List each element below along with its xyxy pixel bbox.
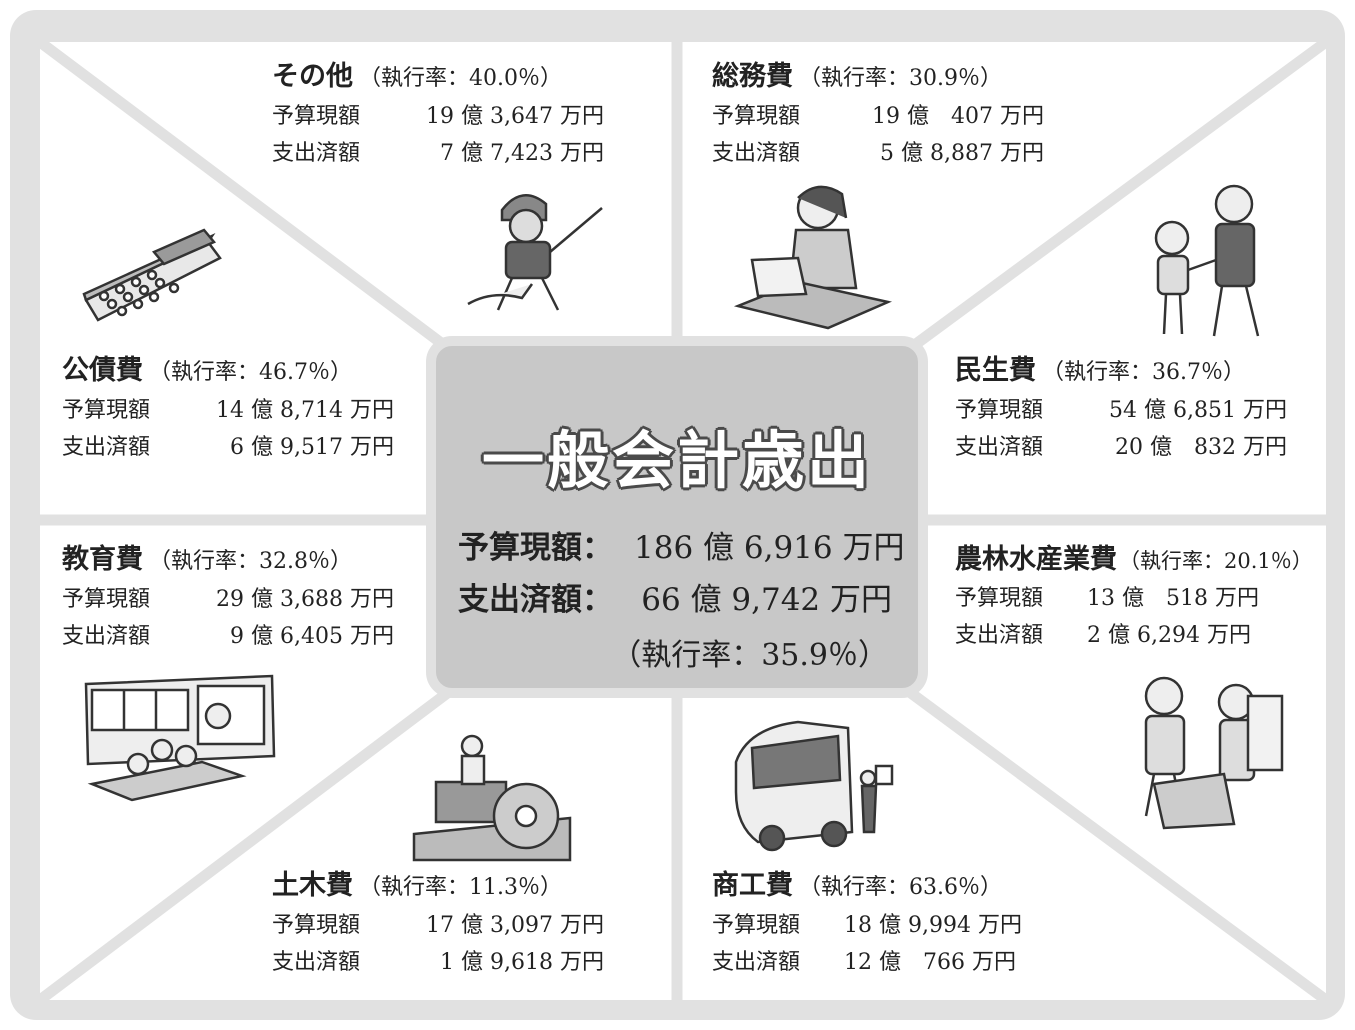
spent-value: 1 億 9,618 万円 xyxy=(440,950,604,975)
budget-label: 予算現額 xyxy=(272,104,361,129)
budget-label: 予算現額 xyxy=(955,586,1044,611)
firefighter-icon xyxy=(467,194,603,311)
spent-value: 5 億 8,887 万円 xyxy=(880,141,1044,166)
section-name: 民生費 xyxy=(955,355,1036,386)
budget-label: 予算現額 xyxy=(62,587,151,612)
section-education: 教育費（執行率：32.8％） 予算現額 29 億 3,688 万円 支出済額 9 億… xyxy=(62,541,394,655)
spent-label: 支出済額 xyxy=(272,141,361,166)
execution-rate: （執行率：32.8％） xyxy=(149,549,352,574)
summary-budget-label: 予算現額： xyxy=(458,530,613,566)
budget-label: 予算現額 xyxy=(272,913,361,938)
section-civil-engineering: 土木費（執行率：11.3％） 予算現額 17 億 3,097 万円 支出済額 1 億… xyxy=(272,867,604,981)
office-worker-icon xyxy=(733,185,893,330)
section-name: その他 xyxy=(272,61,353,92)
section-name: 公債費 xyxy=(62,355,143,386)
section-name: 土木費 xyxy=(272,870,353,901)
road-roller-icon xyxy=(412,734,572,862)
spent-value: 7 億 7,423 万円 xyxy=(440,141,604,166)
spent-value: 20 億 832 万円 xyxy=(1115,435,1287,460)
spent-value: 2 億 6,294 万円 xyxy=(1087,623,1251,648)
farmers-market-icon xyxy=(1144,676,1284,830)
section-name: 農林水産業費 xyxy=(955,544,1117,575)
budget-value: 17 億 3,097 万円 xyxy=(426,913,604,938)
budget-value: 13 億 518 万円 xyxy=(1087,586,1259,611)
budget-value: 29 億 3,688 万円 xyxy=(216,587,394,612)
section-name: 商工費 xyxy=(712,870,793,901)
execution-rate: （執行率：11.3％） xyxy=(359,875,562,900)
budget-value: 19 億 407 万円 xyxy=(872,104,1044,129)
spent-value: 9 億 6,405 万円 xyxy=(230,624,394,649)
execution-rate: （執行率：36.7％） xyxy=(1042,360,1245,385)
spent-label: 支出済額 xyxy=(62,435,151,460)
execution-rate: （執行率：40.0％） xyxy=(359,66,562,91)
budget-value: 14 億 8,714 万円 xyxy=(216,398,394,423)
calculator-icon xyxy=(82,228,222,322)
section-name: 総務費 xyxy=(712,61,793,92)
section-other: その他（執行率：40.0％） 予算現額 19 億 3,647 万円 支出済額 7 億… xyxy=(272,58,604,172)
execution-rate: （執行率：20.1％） xyxy=(1119,549,1313,573)
budget-label: 予算現額 xyxy=(712,104,801,129)
classroom-icon xyxy=(84,674,276,802)
spent-label: 支出済額 xyxy=(955,623,1044,648)
budget-value: 18 億 9,994 万円 xyxy=(844,913,1022,938)
budget-value: 19 億 3,647 万円 xyxy=(426,104,604,129)
spent-label: 支出済額 xyxy=(712,950,801,975)
execution-rate: （執行率：63.6％） xyxy=(799,875,1002,900)
budget-label: 予算現額 xyxy=(62,398,151,423)
section-welfare: 民生費（執行率：36.7％） 予算現額 54 億 6,851 万円 支出済額 20 … xyxy=(955,352,1287,466)
summary-spent-row: 支出済額： 66 億 9,742 万円 xyxy=(458,574,892,619)
section-general-affairs: 総務費（執行率：30.9％） 予算現額 19 億 407 万円 支出済額 5 億 8… xyxy=(712,58,1044,172)
spent-label: 支出済額 xyxy=(62,624,151,649)
section-agriculture: 農林水産業費（執行率：20.1％） 予算現額 13 億 518 万円 支出済額 2 … xyxy=(955,541,1313,654)
execution-rate: （執行率：30.9％） xyxy=(799,66,1002,91)
summary-spent-value: 66 億 9,742 万円 xyxy=(641,582,892,618)
budget-label: 予算現額 xyxy=(712,913,801,938)
execution-rate: （執行率：46.7％） xyxy=(149,360,352,385)
section-name: 教育費 xyxy=(62,544,143,575)
elderly-and-child-icon xyxy=(1154,184,1260,337)
section-commerce: 商工費（執行率：63.6％） 予算現額 18 億 9,994 万円 支出済額 12 … xyxy=(712,867,1044,981)
section-public-debt: 公債費（執行率：46.7％） 予算現額 14 億 8,714 万円 支出済額 6 億… xyxy=(62,352,394,466)
summary-budget-row: 予算現額： 186 億 6,916 万円 xyxy=(458,522,905,567)
summary-budget-value: 186 億 6,916 万円 xyxy=(634,530,905,566)
spent-label: 支出済額 xyxy=(272,950,361,975)
budget-label: 予算現額 xyxy=(955,398,1044,423)
spent-value: 6 億 9,517 万円 xyxy=(230,435,394,460)
summary-title: 一般会計歳出 xyxy=(481,424,872,497)
bus-icon xyxy=(734,720,894,852)
summary-execution-rate: （執行率：35.9％） xyxy=(611,638,888,673)
general-account-summary: 一般会計歳出 予算現額： 186 億 6,916 万円 支出済額： 66 億 9,7… xyxy=(426,336,928,698)
spent-value: 12 億 766 万円 xyxy=(844,950,1016,975)
budget-value: 54 億 6,851 万円 xyxy=(1109,398,1287,423)
spent-label: 支出済額 xyxy=(712,141,801,166)
summary-spent-label: 支出済額： xyxy=(458,582,613,618)
spent-label: 支出済額 xyxy=(955,435,1044,460)
